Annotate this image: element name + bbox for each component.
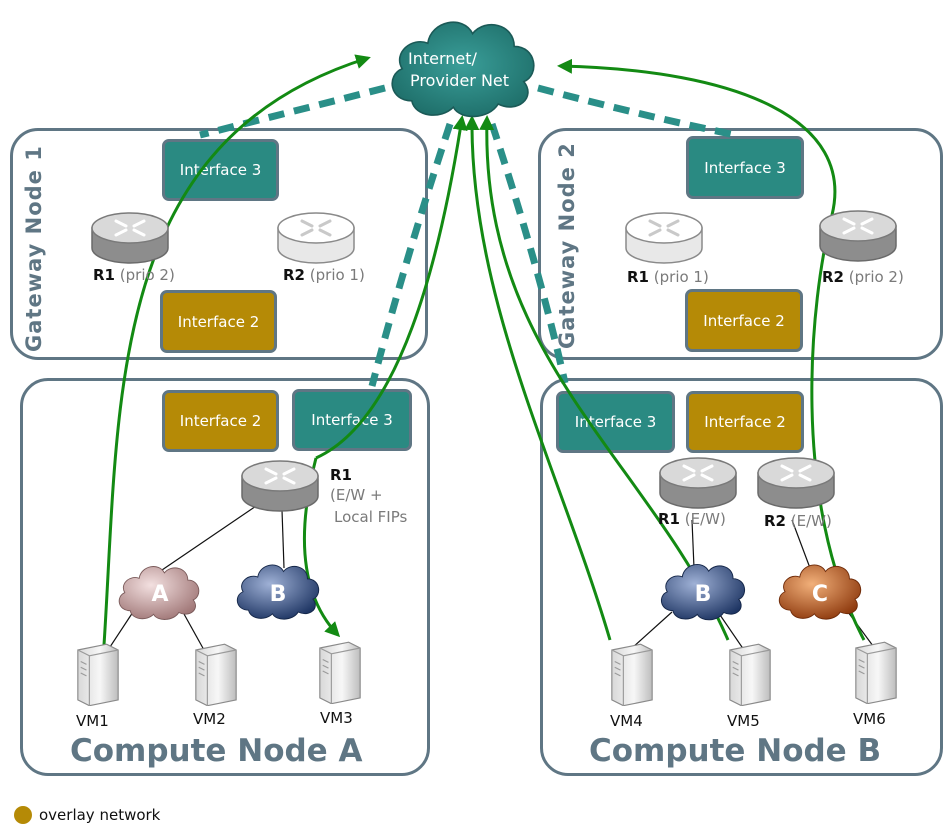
cnb-r1-desc: (E/W) bbox=[684, 510, 726, 528]
internet-cloud-icon: Internet/ Provider Net bbox=[391, 21, 535, 118]
vm3-server-icon bbox=[319, 641, 361, 704]
compute-a-links bbox=[107, 501, 285, 651]
cnb-r2-desc: (E/W) bbox=[790, 512, 832, 530]
vm4-label: VM4 bbox=[610, 712, 643, 730]
cnb-r2-label: R2 (E/W) bbox=[764, 512, 832, 530]
vm1-server-icon bbox=[77, 643, 119, 706]
gw1-r2-prio: (prio 1) bbox=[309, 266, 365, 284]
cloud-label-line2: Provider Net bbox=[410, 71, 509, 90]
gw2-r1-prio: (prio 1) bbox=[653, 268, 709, 286]
network-c-cloud-icon: C bbox=[778, 564, 862, 620]
gw2-r1-router-icon bbox=[624, 211, 704, 265]
cna-r1-desc: (E/W + bbox=[330, 486, 383, 504]
gw1-r1-label: R1 (prio 2) bbox=[93, 266, 175, 284]
legend: overlay network bbox=[14, 806, 160, 824]
cna-interface-2: Interface 2 bbox=[162, 390, 279, 452]
cloud-label-line1: Internet/ bbox=[408, 49, 478, 68]
gw2-r2-prio: (prio 2) bbox=[848, 268, 904, 286]
vm2-label: VM2 bbox=[193, 710, 226, 728]
cna-r1-name-text: R1 bbox=[330, 466, 352, 484]
cnb-r1-router-icon bbox=[658, 456, 738, 510]
cnb-r1-name: R1 bbox=[658, 510, 680, 528]
gw1-r1-router-icon bbox=[90, 211, 170, 265]
vm2-server-icon bbox=[195, 643, 237, 706]
gw2-interface-2: Interface 2 bbox=[685, 289, 803, 352]
gw1-r2-name: R2 bbox=[283, 266, 305, 284]
compute-node-a-title: Compute Node A bbox=[70, 733, 363, 769]
vm6-label: VM6 bbox=[853, 710, 886, 728]
cnb-r2-name: R2 bbox=[764, 512, 786, 530]
gw2-interface-3: Interface 3 bbox=[686, 136, 804, 199]
vm4-server-icon bbox=[611, 643, 653, 706]
cnb-r1-label: R1 (E/W) bbox=[658, 510, 726, 528]
network-b2-cloud-icon: B bbox=[660, 563, 746, 621]
cnb-r2-router-icon bbox=[756, 456, 836, 510]
dashed-external-links bbox=[199, 84, 736, 387]
cna-r1-name: R1 bbox=[330, 466, 352, 484]
gw2-r2-name: R2 bbox=[822, 268, 844, 286]
cna-r1-router-icon bbox=[240, 459, 320, 513]
compute-node-b-title: Compute Node B bbox=[589, 733, 882, 769]
vm1-label: VM1 bbox=[76, 712, 109, 730]
vm3-label: VM3 bbox=[320, 709, 353, 727]
cnb-interface-2: Interface 2 bbox=[686, 391, 804, 453]
legend-label: overlay network bbox=[39, 806, 161, 824]
gw2-r1-name: R1 bbox=[627, 268, 649, 286]
network-a-cloud-icon: A bbox=[118, 566, 200, 620]
gw2-r1-label: R1 (prio 1) bbox=[627, 268, 709, 286]
vm5-label: VM5 bbox=[727, 712, 760, 730]
network-c-label: C bbox=[812, 582, 828, 607]
gw2-r2-label: R2 (prio 2) bbox=[822, 268, 904, 286]
gw2-r2-router-icon bbox=[818, 209, 898, 263]
gw1-r2-label: R2 (prio 1) bbox=[283, 266, 365, 284]
vm6-server-icon bbox=[855, 641, 897, 704]
cna-r1-desc2: Local FIPs bbox=[334, 508, 407, 526]
gw1-r2-router-icon bbox=[276, 211, 356, 265]
network-b-cloud-icon: B bbox=[236, 564, 320, 620]
cna-r1-desc-line1: (E/W + bbox=[330, 486, 383, 504]
network-b-label: B bbox=[270, 582, 287, 607]
gw1-r1-prio: (prio 2) bbox=[119, 266, 175, 284]
gw1-r1-name: R1 bbox=[93, 266, 115, 284]
network-a-label: A bbox=[151, 582, 168, 607]
gw1-interface-2: Interface 2 bbox=[160, 290, 277, 353]
vm5-server-icon bbox=[729, 643, 771, 706]
network-b2-label: B bbox=[695, 582, 712, 607]
overlay-network-dot-icon bbox=[14, 806, 32, 824]
cna-r1-desc-line2: Local FIPs bbox=[334, 508, 408, 526]
green-flow-arrows bbox=[102, 54, 866, 646]
cna-interface-3: Interface 3 bbox=[292, 389, 412, 451]
